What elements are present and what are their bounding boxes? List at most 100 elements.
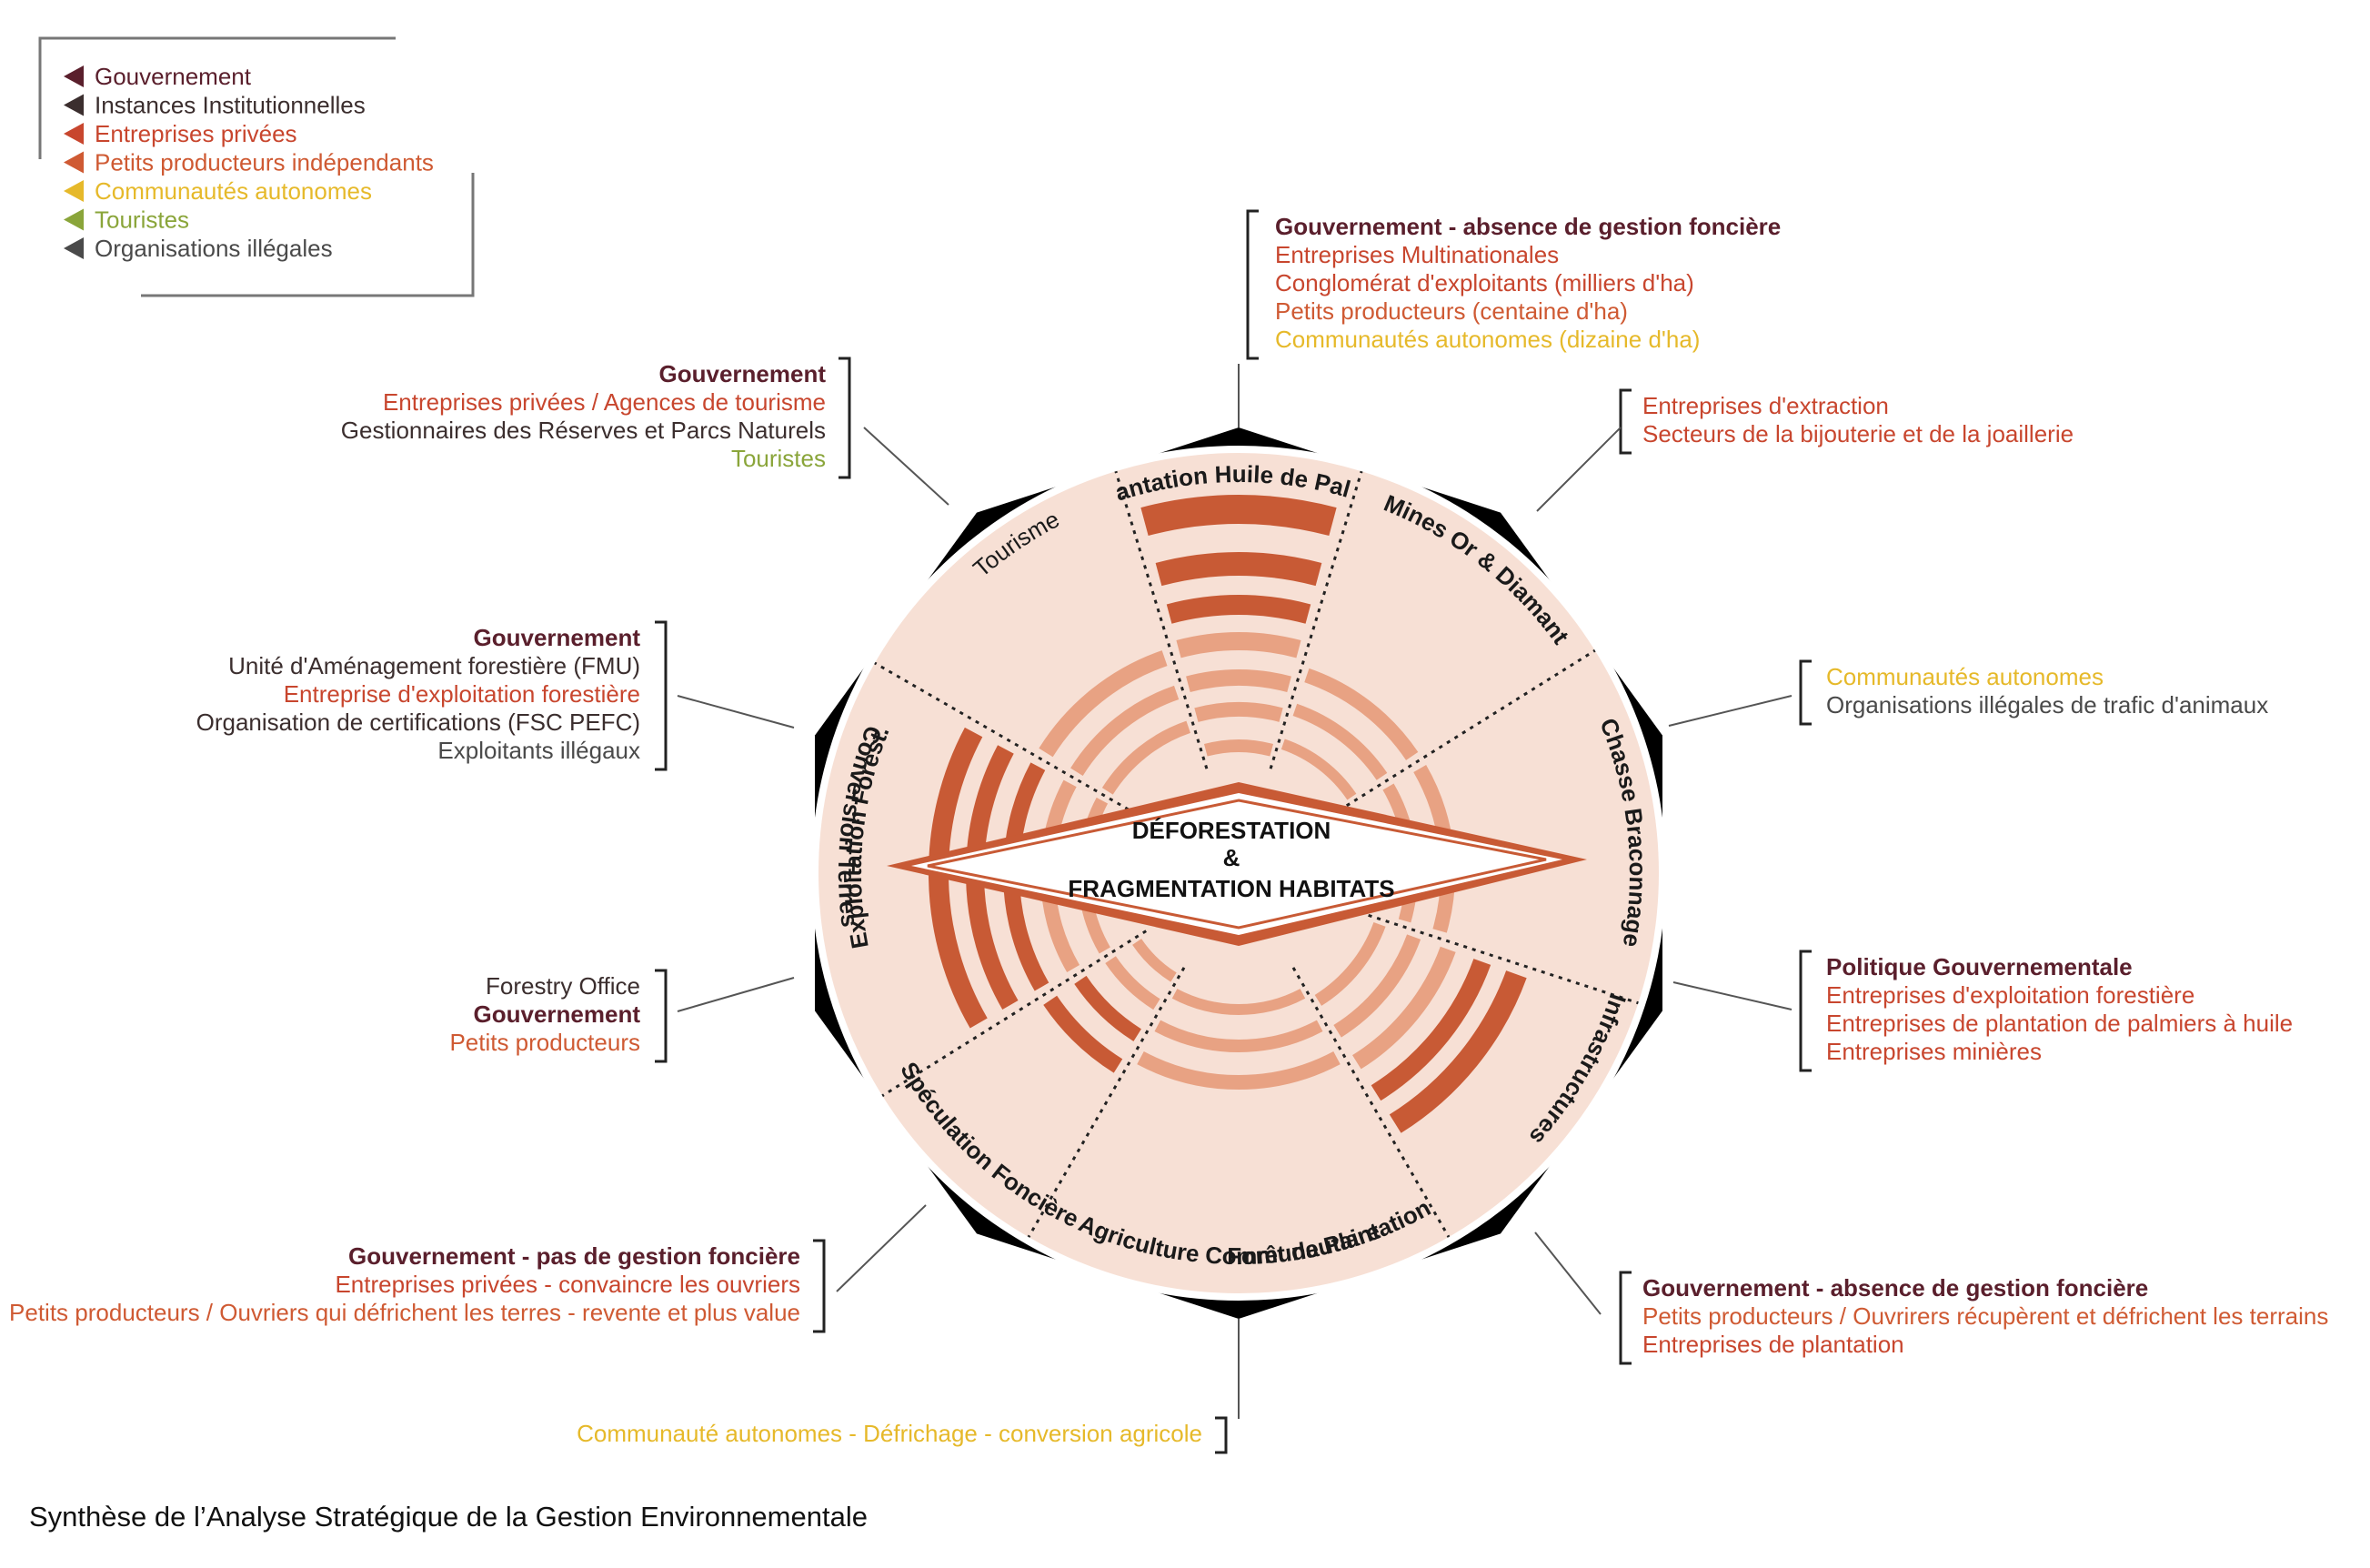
- intensity-ring-arc: [1280, 739, 1357, 800]
- intensity-ring-arc: [1105, 956, 1160, 1010]
- diamond-inner-border: [911, 793, 1562, 935]
- callout-line: Communautés autonomes: [1826, 663, 2104, 690]
- callout-line: Entreprises d'exploitation forestière: [1826, 981, 2194, 1009]
- legend-marker-icon: [64, 65, 84, 87]
- legend-frame-bottom: [141, 173, 475, 297]
- legend-marker-icon: [64, 94, 84, 116]
- callout-line: Gouvernement: [474, 624, 641, 651]
- callout-bracket: [813, 1239, 826, 1333]
- intensity-ring-arc: [1137, 1051, 1341, 1091]
- callout-bracket: [1799, 950, 1812, 1072]
- intensity-ring-arc: [1039, 650, 1168, 758]
- callout-leader-line: [1536, 427, 1622, 512]
- callout-line: Entreprises de plantation de palmiers à …: [1826, 1010, 2293, 1037]
- callout-line: Organisation de certifications (FSC PEFC…: [196, 709, 640, 736]
- legend-item-label: Gouvernement: [95, 63, 252, 90]
- callout-line: Politique Gouvernementale: [1826, 953, 2133, 980]
- intensity-ring-arc: [1074, 975, 1142, 1041]
- callout-bracket: [1619, 388, 1632, 455]
- sector-divider-line: [874, 661, 1145, 820]
- sector-divider-line: [1331, 648, 1596, 817]
- callout-leader-line: [836, 1204, 927, 1292]
- intensity-ring-arc: [1389, 970, 1527, 1133]
- callout-line: Entreprises privées / Agences de tourism…: [383, 388, 826, 416]
- intensity-ring-arc: [928, 727, 988, 1029]
- callout-line: Secteurs de la bijouterie et de la joail…: [1642, 420, 2074, 447]
- callout-group: Gouvernement - pas de gestion foncièreEn…: [9, 1204, 927, 1333]
- callout-line: Entreprises privées - convaincre les ouv…: [335, 1271, 800, 1298]
- diamond-inner-line: [927, 799, 1547, 930]
- legend-marker-icon: [64, 208, 84, 231]
- center-title-line: &: [1223, 844, 1240, 871]
- intensity-ring-arc: [1333, 934, 1421, 1038]
- intensity-ring-arc: [1371, 959, 1491, 1101]
- legend-item-label: Organisations illégales: [95, 235, 333, 262]
- intensity-ring-arc: [1101, 720, 1191, 795]
- callout-leader-line: [677, 695, 795, 729]
- legend-item-label: Touristes: [95, 206, 189, 234]
- callout-leader-line: [1672, 981, 1793, 1010]
- intensity-ring-arc: [1194, 702, 1283, 722]
- callout-line: Communauté autonomes - Défrichage - conv…: [577, 1420, 1202, 1447]
- callout-group: Gouvernement - absence de gestion fonciè…: [1238, 209, 1781, 427]
- callout-line: Gouvernement - pas de gestion foncière: [348, 1242, 800, 1270]
- intensity-ring-arc: [1351, 946, 1456, 1070]
- callout-bracket: [655, 620, 668, 771]
- callout-bracket: [839, 357, 851, 479]
- callout-bracket: [1799, 659, 1812, 726]
- callout-bracket: [1215, 1416, 1228, 1454]
- intensity-ring-arc: [1304, 668, 1419, 760]
- callout-line: Gouvernement - absence de gestion fonciè…: [1275, 213, 1781, 240]
- sector-divider-line: [881, 930, 1147, 1098]
- intensity-ring-arc: [1314, 921, 1386, 1006]
- sector-divider-line: [1291, 967, 1451, 1238]
- callout-line: Petits producteurs (centaine d'ha): [1275, 297, 1628, 325]
- intensity-ring-arc: [1166, 595, 1311, 624]
- callout-line: Conglomérat d'exploitants (milliers d'ha…: [1275, 269, 1694, 297]
- sector-divider-line: [1114, 470, 1209, 769]
- callout-line: Forestry Office: [486, 972, 640, 1000]
- callout-group: Gouvernement - absence de gestion fonciè…: [1534, 1231, 2328, 1365]
- legend-item-label: Entreprises privées: [95, 120, 297, 147]
- callout-line: Exploitants illégaux: [437, 737, 640, 764]
- legend-item-label: Communautés autonomes: [95, 177, 372, 205]
- legend-marker-icon: [64, 151, 84, 174]
- legend-marker-icon: [64, 123, 84, 145]
- center-diamond: DÉFORESTATION& FRAGMENTATION HABITATS: [887, 782, 1587, 946]
- callout-line: Gouvernement: [474, 1000, 641, 1028]
- intensity-ring-arc: [1186, 668, 1291, 693]
- callout-leader-line: [1534, 1231, 1602, 1315]
- callout-line: Entreprises Multinationales: [1275, 241, 1559, 268]
- callout-leader-line: [677, 977, 795, 1012]
- intensity-ring-arc: [1140, 495, 1337, 537]
- legend-marker-icon: [64, 180, 84, 202]
- callout-leader-line: [863, 427, 949, 506]
- intensity-ring-arc: [1070, 685, 1180, 777]
- intensity-ring-arc: [1132, 939, 1177, 982]
- callout-bracket: [655, 969, 668, 1063]
- intensity-ring-arc: [1155, 552, 1322, 587]
- callout-bracket: [1246, 209, 1259, 360]
- callout-line: Petits producteurs: [449, 1029, 640, 1056]
- center-title-line: DÉFORESTATION: [1132, 817, 1331, 844]
- callout-line: Gouvernement - absence de gestion fonciè…: [1642, 1274, 2148, 1302]
- intensity-ring-arc: [1154, 1020, 1323, 1052]
- center-title-line: FRAGMENTATION HABITATS: [1068, 875, 1394, 902]
- intensity-ring-arc: [1043, 995, 1123, 1073]
- sector-divider-line: [1341, 905, 1639, 1005]
- callout-line: Petits producteurs / Ouvriers qui défric…: [9, 1299, 800, 1326]
- callout-bracket: [1619, 1271, 1632, 1365]
- intensity-ring-arc: [1171, 989, 1306, 1015]
- sector-dividers: [874, 470, 1639, 1238]
- legend-marker-icon: [64, 237, 84, 259]
- intensity-ring-arc: [1203, 739, 1274, 757]
- callout-leader-line: [1668, 695, 1793, 727]
- intensity-ring-arc: [1292, 703, 1388, 780]
- legend-item-label: Petits producteurs indépendants: [95, 149, 434, 176]
